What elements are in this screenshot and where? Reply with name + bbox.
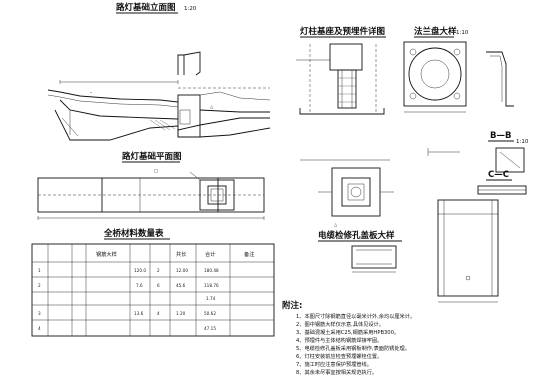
cell-r3-num: 4 xyxy=(157,311,160,316)
elevation-view: 路灯基础立面图 1:20 △ ｰ xyxy=(47,2,271,141)
section-bb-label: B—B xyxy=(490,131,511,141)
th-remarks: 备注 xyxy=(244,250,254,258)
cell-r0-len: 120.0 xyxy=(134,268,146,273)
cell-r4-no: 4 xyxy=(38,326,41,331)
cover-plate-view: 电缆检修孔盖板大样 xyxy=(318,199,499,303)
note-7: 7、施工时应注意保护预埋管线。 xyxy=(296,360,372,368)
cell-r0-num: 2 xyxy=(157,268,160,273)
cell-r0-no: 1 xyxy=(38,268,41,273)
elevation-title: 路灯基础立面图 xyxy=(116,2,176,13)
pile-detail-title: 灯柱基座及预埋件详图 xyxy=(300,26,385,37)
note-8: 8、其余未尽事宜按相关规范执行。 xyxy=(296,368,377,376)
svg-text:ｰ: ｰ xyxy=(90,90,92,95)
plan-title: 路灯基础平面图 xyxy=(122,151,182,162)
cell-r1-no: 2 xyxy=(38,283,41,288)
flange-detail-view: 法兰盘大样 1:10 xyxy=(403,26,514,113)
flange-scale: 1:10 xyxy=(456,30,469,36)
section-cc-view: C—C xyxy=(477,170,527,195)
cell-r3-no: 3 xyxy=(38,311,41,316)
th-bar-detail: 钢筋大样 xyxy=(96,250,117,258)
elevation-scale: 1:20 xyxy=(184,6,197,12)
cell-r1-len: 7.6 xyxy=(136,283,143,288)
flange-title: 法兰盘大样 xyxy=(414,26,457,37)
cable-pit-view: △ xyxy=(300,159,394,227)
cell-r0-sum: 180.48 xyxy=(204,268,219,273)
section-bb-scale: 1:10 xyxy=(516,139,529,145)
cell-r4-sum: 47.15 xyxy=(204,326,216,331)
cover-title: 电缆检修孔盖板大样 xyxy=(318,230,395,241)
cell-r2-sum: 1.74 xyxy=(206,296,216,301)
notes-block: 附注: 1、本图尺寸除钢筋直径以毫米计外,余均以厘米计。 2、图中钢筋大样仅示意… xyxy=(282,300,415,376)
cell-r1-tot: 45.6 xyxy=(176,283,186,288)
th-sum: 合计 xyxy=(205,250,215,258)
table-title: 全桥材料数量表 xyxy=(103,228,164,239)
cell-r1-num: 6 xyxy=(157,283,160,288)
quantity-table: 全桥材料数量表 钢筋大样 共长 合计 备注 1 120.0 2 12.00 18… xyxy=(31,228,275,337)
note-4: 4、预埋件与主体结构钢筋焊接牢固。 xyxy=(296,336,382,344)
th-total-length: 共长 xyxy=(176,250,187,258)
svg-text:□: □ xyxy=(154,168,158,173)
cell-r3-len: 13.6 xyxy=(134,311,144,316)
cell-r1-sum: 118.76 xyxy=(204,283,219,288)
plan-view: 路灯基础平面图 □ xyxy=(37,151,265,220)
cell-r3-sum: 50.62 xyxy=(204,311,216,316)
notes-heading: 附注: xyxy=(282,300,302,311)
note-2: 2、图中钢筋大样仅示意,具体见设计。 xyxy=(296,320,384,328)
section-bb-view: B—B 1:10 xyxy=(427,131,529,173)
cell-r3-tot: 1.20 xyxy=(176,311,186,316)
svg-text:△: △ xyxy=(334,222,338,227)
note-6: 6、灯柱安装前应检查预埋螺栓位置。 xyxy=(296,352,382,360)
section-cc-label: C—C xyxy=(488,170,509,180)
note-1: 1、本图尺寸除钢筋直径以毫米计外,余均以厘米计。 xyxy=(296,312,415,320)
svg-text:△: △ xyxy=(210,104,214,109)
note-5: 5、电缆检修孔盖板采用钢板制作,表面防锈处理。 xyxy=(296,344,410,352)
cell-r0-tot: 12.00 xyxy=(176,268,188,273)
note-3: 3、基础混凝土采用C25,钢筋采用HPB300。 xyxy=(296,328,399,336)
pile-detail-view: 灯柱基座及预埋件详图 xyxy=(296,26,386,115)
